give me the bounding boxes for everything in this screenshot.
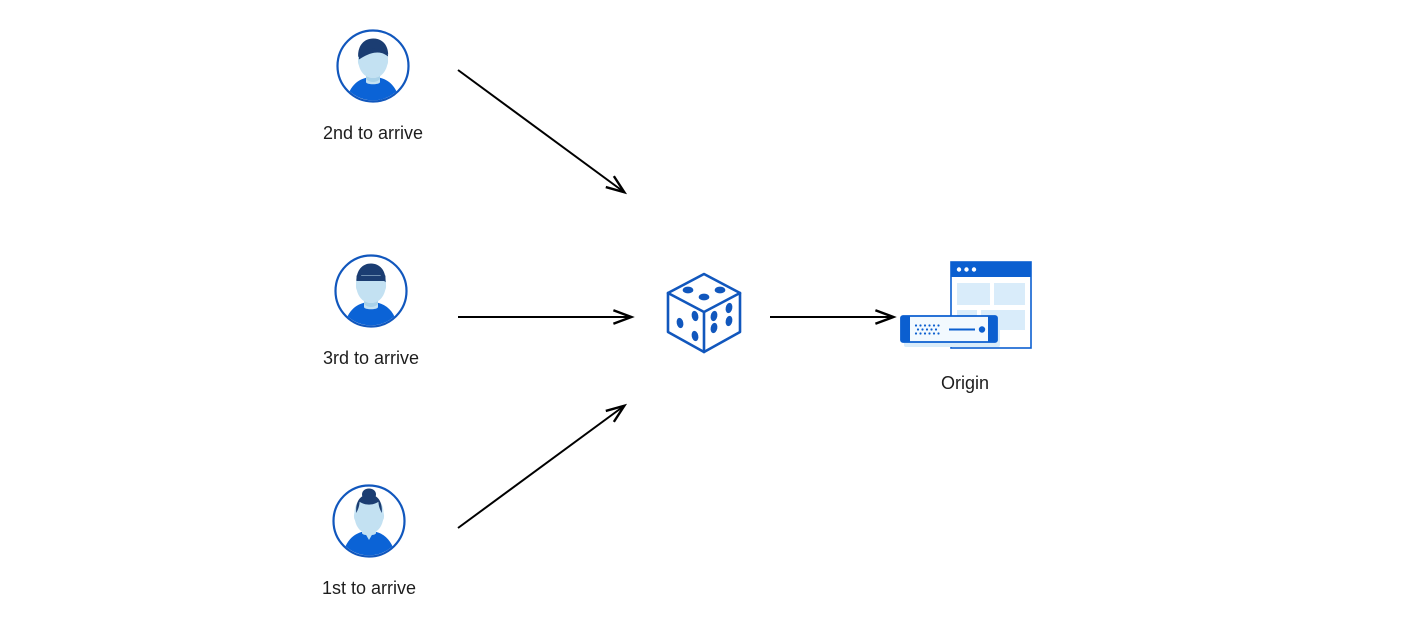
origin-node[interactable]: Origin [875, 258, 1055, 392]
client-node-first[interactable]: 1st to arrive [289, 483, 449, 597]
user-avatar-icon [333, 253, 409, 329]
arrow-first-to-dice [457, 403, 628, 529]
client-label-third: 3rd to arrive [322, 348, 420, 368]
randomizer-node[interactable] [656, 266, 752, 362]
user-avatar-icon [331, 483, 407, 559]
arrow-second-to-dice [457, 69, 628, 195]
client-label-first: 1st to arrive [321, 578, 417, 598]
dice-icon [656, 266, 752, 362]
client-label-second: 2nd to arrive [322, 123, 424, 143]
origin-label: Origin [940, 373, 989, 393]
client-node-second[interactable]: 2nd to arrive [293, 28, 453, 142]
client-node-third[interactable]: 3rd to arrive [291, 253, 451, 367]
user-avatar-icon [335, 28, 411, 104]
origin-server-icon [897, 258, 1033, 358]
